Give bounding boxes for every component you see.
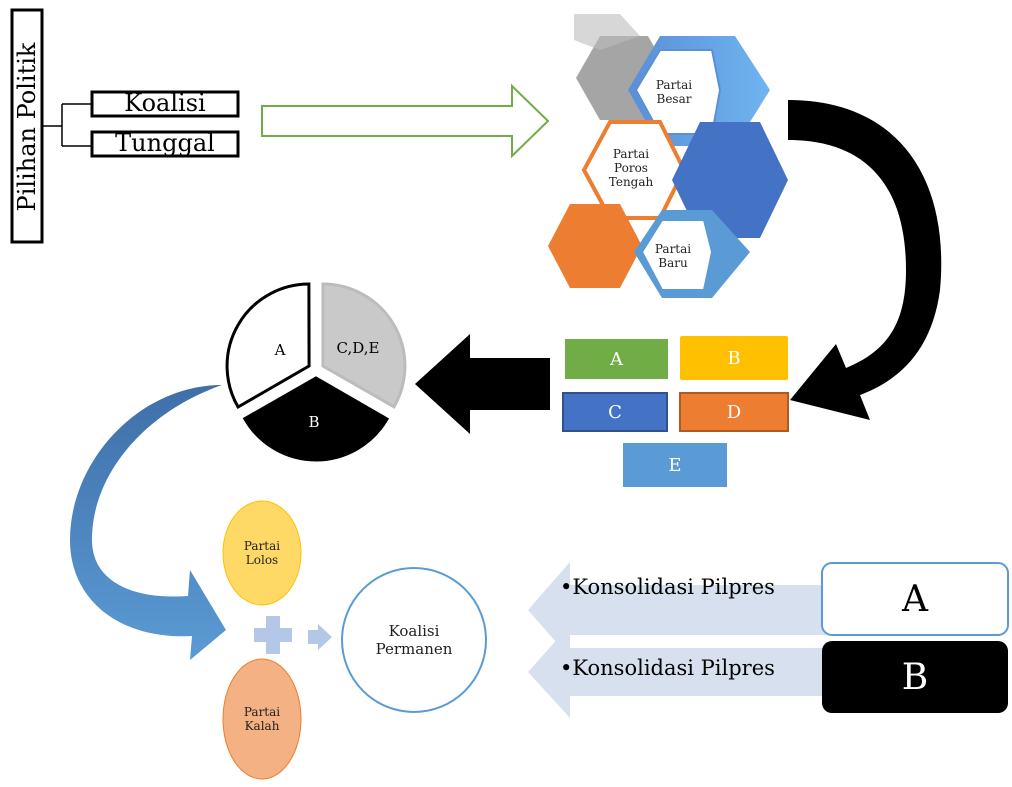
choice-connector [42,103,92,147]
hex-gray-top-icon [574,14,640,50]
option-tunggal: Tunggal [115,129,215,157]
black-curved-arrow [788,100,942,420]
choice-title-box [10,8,44,244]
hex-baru-inner [640,219,714,291]
blue-curved-arrow [70,385,226,660]
pale-arrow-2 [528,625,826,718]
option-koalisi: Koalisi [124,89,206,117]
party-besar-label: Partai Besar [655,78,693,106]
oval-lolos [222,500,302,606]
party-baru-label: Partai Baru [654,242,692,270]
block-c-label: C [608,401,622,423]
party-poros-label: Partai Poros Tengah [608,147,654,189]
green-arrow [261,83,550,159]
block-b [680,336,788,380]
oval-kalah-label: Partai Kalah [243,705,281,733]
oval-lolos-label: Partai Lolos [243,539,281,567]
block-c [562,392,668,432]
option-tunggal-box [90,130,240,158]
consolidation-box-a [821,562,1009,636]
block-d-label: D [726,401,742,423]
block-e-label: E [668,454,682,476]
pie-slice-a [225,282,311,410]
block-b-label: B [727,347,741,369]
small-arrow-icon [308,624,332,650]
block-d [679,392,789,432]
oval-kalah [222,658,302,780]
consolidation-box-a-label: A [902,578,928,620]
pie-chart [225,282,407,462]
consolidation-box-b-label: B [901,656,929,698]
pale-arrow-1 [528,562,826,658]
pie-label-cde: C,D,E [336,339,380,357]
block-a [565,339,668,379]
option-koalisi-box [90,90,240,118]
block-a-label: A [610,348,623,370]
consolidation-text-1: •Konsolidasi Pilpres [560,575,775,599]
koalisi-permanen-circle [341,567,487,713]
black-left-arrow [415,334,550,434]
pie-label-b: B [308,413,320,431]
pie-slice-b [242,376,390,462]
pie-label-a: A [274,341,286,359]
koalisi-permanen-label: Koalisi Permanen [375,622,453,658]
plus-icon [254,616,292,654]
block-e [623,443,727,487]
hex-orange-icon [548,204,642,288]
consolidation-text-2: •Konsolidasi Pilpres [560,656,775,680]
pie-slice-cde [321,282,407,409]
hex-blue-right-icon [672,122,788,238]
choice-title: Pilihan Politik [13,42,41,212]
consolidation-box-b [822,641,1008,713]
